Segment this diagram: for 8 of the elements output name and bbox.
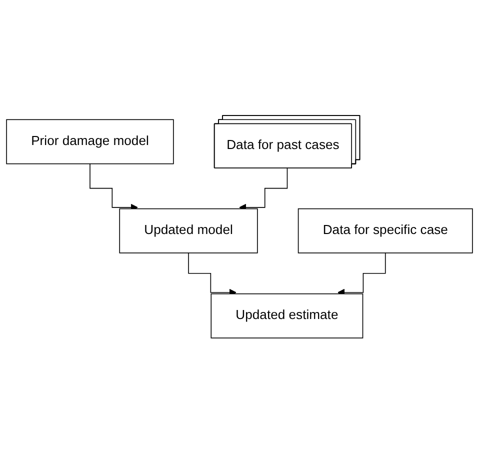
arrow (188, 252, 236, 296)
node-box: Updated model (119, 208, 258, 254)
arrow (239, 168, 288, 211)
node-box: Data for specific case (298, 208, 473, 254)
node-box: Prior damage model (6, 118, 174, 164)
node-box: Updated estimate (210, 293, 364, 338)
arrow (337, 252, 386, 296)
arrow (90, 163, 138, 211)
